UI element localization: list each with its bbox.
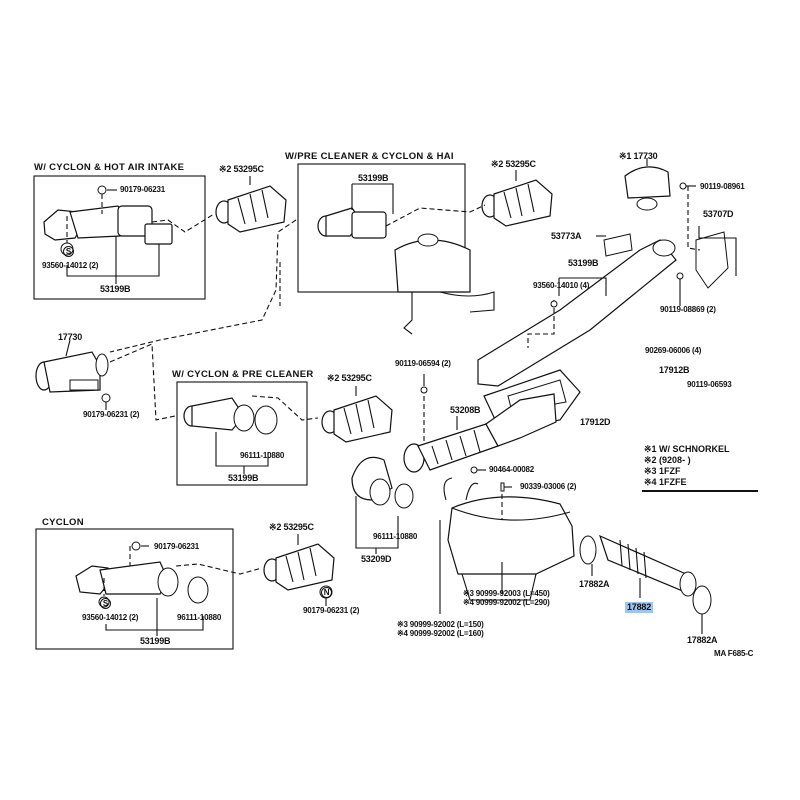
part-label[interactable]: 17730 [58, 332, 83, 342]
part-label[interactable]: ※3 90999-92002 (L=150) [397, 620, 484, 629]
part-label[interactable]: 90339-03006 (2) [520, 482, 577, 491]
note-line: ※2 (9208- ) [644, 455, 691, 465]
section-title-cyclon: CYCLON [42, 517, 84, 528]
part-label[interactable]: 53707D [703, 209, 734, 219]
s-marker-icon: S [100, 598, 111, 609]
part-label[interactable]: 90179-06231 [154, 542, 199, 551]
n-marker-icon: N [321, 587, 332, 598]
s-marker-icon: S [63, 246, 74, 257]
section-box-cyclon [35, 528, 234, 650]
notes-legend: ※1 W/ SCHNORKEL ※2 (9208- ) ※3 1FZF ※4 1… [644, 444, 730, 488]
part-label[interactable]: 90179-06231 (2) [83, 410, 140, 419]
part-label[interactable]: ※2 53295C [219, 164, 264, 174]
part-label[interactable]: 90179-06231 (2) [303, 606, 360, 615]
cyclon-pre-cleaner-duct-drawing [183, 397, 278, 435]
part-label[interactable]: 93560-14012 (2) [42, 261, 99, 270]
part-label[interactable]: 90119-08961 [700, 182, 745, 191]
part-label[interactable]: 53199B [228, 473, 259, 483]
part-label[interactable]: ※4 90999-92002 (L=160) [397, 629, 484, 638]
cyclone-body-3 [321, 395, 393, 443]
section-box-hot-air [33, 175, 206, 300]
part-label[interactable]: 90269-06006 (4) [645, 346, 702, 355]
hot-air-duct-drawing [43, 185, 173, 256]
section-title-pre-cleaner-hai: W/PRE CLEANER & CYCLON & HAI [285, 151, 454, 162]
section-box-pre-cleaner-hai [297, 163, 466, 293]
pre-cleaner-duct-drawing [317, 207, 495, 335]
figure-code: MA F685-C [714, 649, 754, 658]
notes-divider [642, 490, 758, 492]
part-label[interactable]: 90464-00082 [489, 465, 534, 474]
part-label[interactable]: 93560-14012 (2) [82, 613, 139, 622]
intake-hose-53208b-drawing [403, 393, 557, 473]
part-label[interactable]: 96111-10880 [240, 451, 285, 460]
elbow-53209d-drawing [351, 456, 414, 509]
part-label[interactable]: 17882A [687, 635, 718, 645]
part-label[interactable]: ※2 53295C [491, 159, 536, 169]
air-hose-17882-drawing [579, 534, 712, 615]
cyclon-duct-drawing [75, 541, 209, 608]
pre-cleaner-17730-drawing [35, 351, 111, 403]
part-label[interactable]: ※2 53295C [327, 373, 372, 383]
note-line: ※1 W/ SCHNORKEL [644, 444, 730, 454]
part-label[interactable]: 53199B [568, 258, 599, 268]
air-cleaner-housing-drawing [443, 477, 575, 601]
part-label[interactable]: ※4 90999-92002 (L=290) [463, 598, 550, 607]
note-line: ※4 1FZFE [644, 477, 687, 487]
part-label[interactable]: ※2 53295C [269, 522, 314, 532]
section-title-hot-air: W/ CYCLON & HOT AIR INTAKE [34, 162, 185, 173]
part-label[interactable]: 53199B [358, 173, 389, 183]
cyclone-body-4 [263, 543, 335, 591]
highlighted-part-label[interactable]: 17882 [625, 602, 654, 613]
part-label[interactable]: ※3 90999-92003 (L=450) [463, 589, 550, 598]
cyclone-body-1 [215, 185, 287, 233]
section-box-cyclon-pre-cleaner [176, 381, 308, 486]
part-label[interactable]: 17912D [580, 417, 611, 427]
cyclone-body-2 [481, 179, 553, 227]
part-label[interactable]: 53199B [140, 636, 171, 646]
part-label[interactable]: 93560-14010 (4) [533, 281, 590, 290]
part-label[interactable]: 90179-06231 [120, 185, 165, 194]
part-label[interactable]: 53208B [450, 405, 481, 415]
part-label[interactable]: 17882A [579, 579, 610, 589]
part-label[interactable]: 53209D [361, 554, 392, 564]
part-label[interactable]: 53199B [100, 284, 131, 294]
part-label[interactable]: 53773A [551, 231, 582, 241]
part-label[interactable]: 96111-10880 [177, 613, 222, 622]
part-label[interactable]: 90119-06594 (2) [395, 359, 451, 368]
part-label[interactable]: 17912B [659, 365, 690, 375]
section-title-cyclon-pre-cleaner: W/ CYCLON & PRE CLEANER [172, 369, 314, 380]
part-label[interactable]: ※1 17730 [619, 151, 658, 161]
part-label[interactable]: 90119-06593 [687, 380, 732, 389]
note-line: ※3 1FZF [644, 466, 681, 476]
part-label[interactable]: 96111-10880 [373, 532, 418, 541]
part-label[interactable]: 90119-08869 (2) [660, 305, 716, 314]
